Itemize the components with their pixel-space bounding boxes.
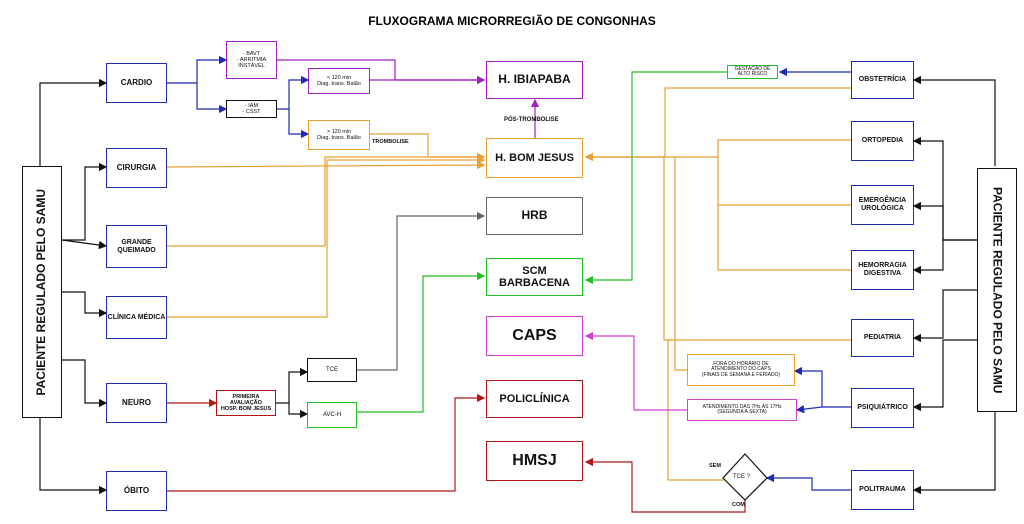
dest-hrb: HRB — [486, 197, 583, 235]
dest-scm-barbacena: SCM BARBACENA — [486, 258, 583, 296]
dest-h-ibiapaba: H. IBIAPABA — [486, 61, 583, 99]
box-atendimento-caps: ATENDIMENTO DAS 7Hs ÀS 17Hs (SEGUNDA A S… — [687, 399, 797, 421]
box-gestacao-alto-risco: GESTAÇÃO DE ALTO RISCO — [727, 65, 778, 79]
dest-caps: CAPS — [486, 316, 583, 356]
label-pos-trombolise: PÓS-TROMBOLISE — [504, 117, 559, 123]
box-iam-csst: - IAM - CSST — [226, 100, 277, 118]
node-obstetricia: OBSTETRÍCIA — [851, 61, 914, 99]
node-politrauma: POLITRAUMA — [851, 470, 914, 510]
dest-h-bom-jesus: H. BOM JESUS — [486, 138, 583, 178]
node-ortopedia: ORTOPEDIA — [851, 121, 914, 161]
node-grande-queimado: GRANDE QUEIMADO — [106, 225, 167, 268]
box-bavt-arritmia: - BAVT - ARRITMIA INSTÁVEL — [226, 41, 277, 79]
label-trombolise: TROMBOLISE — [372, 139, 409, 145]
dest-hmsj: HMSJ — [486, 441, 583, 481]
right-source-label: PACIENTE REGULADO PELO SAMU — [990, 186, 1005, 394]
node-psiquiatrico: PSIQUIÁTRICO — [851, 388, 914, 428]
box-tce: TCE — [307, 358, 357, 382]
dest-policlinica: POLICLÍNICA — [486, 380, 583, 418]
right-source-box: PACIENTE REGULADO PELO SAMU — [977, 168, 1017, 412]
tce-decision-diamond — [722, 453, 768, 501]
label-tce-question: TCE ? — [733, 474, 751, 480]
node-emergencia-urologica: EMERGÊNCIA UROLÓGICA — [851, 185, 914, 225]
box-more-120: > 120 min Diag. trans. Balão — [308, 120, 370, 150]
node-cirurgia: CIRURGIA — [106, 148, 167, 188]
box-fora-horario-caps: FORA DO HORÁRIO DE ATENDIMENTO DO CAPS (… — [687, 354, 795, 386]
node-pediatria: PEDIATRIA — [851, 319, 914, 357]
label-com: COM — [732, 502, 745, 508]
box-less-120: < 120 min Diag. trans. Balão — [308, 68, 370, 94]
node-clinica-medica: CLÍNICA MÉDICA — [106, 296, 167, 339]
node-cardio: CARDIO — [106, 63, 167, 103]
node-obito: ÓBITO — [106, 471, 167, 511]
box-avc-h: AVC-H — [307, 402, 357, 428]
box-primeira-avaliacao: PRIMEIRA AVALIAÇÃO HOSP. BOM JESUS — [216, 390, 276, 416]
node-neuro: NEURO — [106, 383, 167, 423]
label-sem: SEM — [709, 463, 721, 469]
diagram-title: FLUXOGRAMA MICRORREGIÃO DE CONGONHAS — [368, 14, 656, 28]
node-hemorragia-digestiva: HEMORRAGIA DIGESTIVA — [851, 250, 914, 290]
left-source-box: PACIENTE REGULADO PELO SAMU — [22, 166, 62, 418]
left-source-label: PACIENTE REGULADO PELO SAMU — [34, 188, 49, 396]
